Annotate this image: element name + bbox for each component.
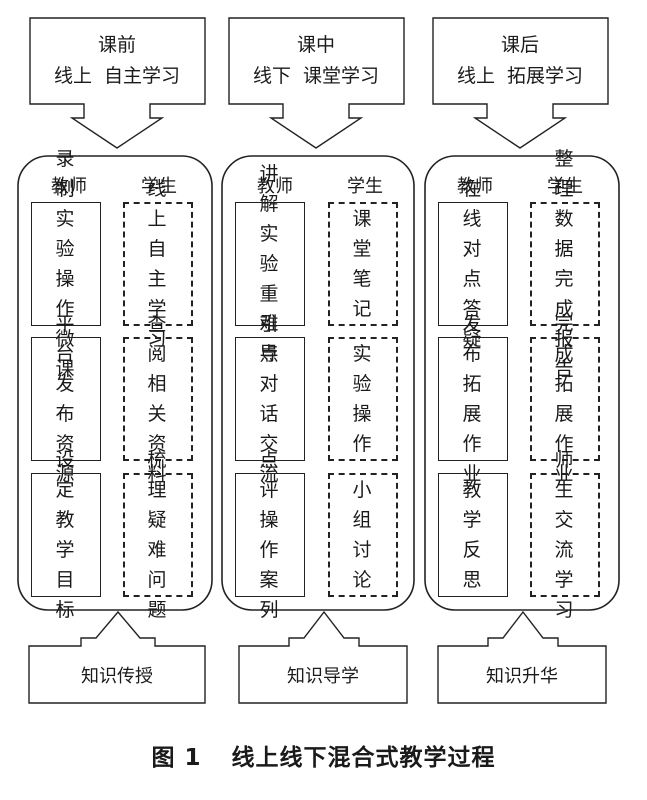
teacher-label-2: 教师 <box>257 176 293 197</box>
student-label-3: 学生 <box>547 176 583 197</box>
student-box-3-2: 完成拓展作业 <box>530 313 600 485</box>
student-box-2-1-text: 课堂笔记 <box>352 208 374 320</box>
teacher-box-1-2: 平台发布资源 <box>31 313 101 485</box>
student-box-1-3: 梳理疑难问题 <box>123 449 193 621</box>
student-box-3-1-text: 整理数据完成报告 <box>554 148 576 380</box>
teacher-box-1-3-text: 设定教学目标 <box>55 449 77 621</box>
student-box-3-3: 师生交流学习 <box>530 449 600 621</box>
header-arrow-shape-3 <box>432 17 609 149</box>
teacher-box-3-3-text: 教学反思 <box>462 479 484 591</box>
teacher-box-1-2-text: 平台发布资源 <box>55 313 77 485</box>
student-box-2-3: 小组讨论 <box>328 473 398 597</box>
teacher-box-1-3: 设定教学目标 <box>31 449 101 621</box>
figure-title: 线上线下混合式教学过程 <box>231 745 496 771</box>
teacher-label-3: 教师 <box>457 176 493 197</box>
header-3-line2: 线上 拓展学习 <box>456 65 584 87</box>
figure-caption: 图 1 线上线下混合式教学过程 <box>0 738 647 772</box>
panel-outline-1 <box>17 155 213 611</box>
panel-outline-3 <box>424 155 620 611</box>
teacher-box-2-2: 引导对话交流 <box>235 313 305 485</box>
student-label-2: 学生 <box>347 176 383 197</box>
teacher-box-3-2: 发布拓展作业 <box>438 313 508 485</box>
teacher-box-3-3: 教学反思 <box>438 473 508 597</box>
teacher-label-1: 教师 <box>51 176 87 197</box>
footer-1: 知识传授 <box>81 666 153 687</box>
teacher-box-3-1: 在线对点答疑 <box>438 178 508 350</box>
student-box-1-1-text: 线上自主学习 <box>147 178 169 350</box>
header-2-line2: 线下 课堂学习 <box>252 65 380 87</box>
header-2-line1: 课中 <box>296 34 335 56</box>
student-box-1-3-text: 梳理疑难问题 <box>147 449 169 621</box>
footer-arrow-shape-2 <box>238 610 408 704</box>
student-box-3-2-text: 完成拓展作业 <box>554 313 576 485</box>
header-3: 课后 线上 拓展学习 <box>435 30 605 92</box>
teacher-box-2-1: 讲解实验重难点 <box>235 163 305 365</box>
teacher-box-3-2-text: 发布拓展作业 <box>462 313 484 485</box>
header-1-line2: 线上 自主学习 <box>53 65 181 87</box>
footer-arrow-shape-3 <box>437 610 607 704</box>
teacher-box-1-1: 录制实验操作微课 <box>31 148 101 380</box>
student-box-2-2: 实验操作 <box>328 337 398 461</box>
teacher-box-2-3-text: 点评操作案列 <box>259 449 281 621</box>
student-box-1-1: 线上自主学习 <box>123 178 193 350</box>
student-label-1: 学生 <box>141 176 177 197</box>
header-3-line1: 课后 <box>500 34 539 56</box>
student-box-3-3-text: 师生交流学习 <box>554 449 576 621</box>
footer-3: 知识升华 <box>486 666 558 687</box>
header-1-line1: 课前 <box>97 34 136 56</box>
student-box-2-2-text: 实验操作 <box>352 343 374 455</box>
header-arrow-shape-2 <box>228 17 405 149</box>
teacher-box-1-1-text: 录制实验操作微课 <box>55 148 77 380</box>
footer-2: 知识导学 <box>287 666 359 687</box>
panel-outline-2 <box>221 155 415 611</box>
figure-number: 图 1 <box>151 745 202 771</box>
teacher-box-3-1-text: 在线对点答疑 <box>462 178 484 350</box>
student-box-1-2: 查阅相关资料 <box>123 313 193 485</box>
student-box-2-3-text: 小组讨论 <box>352 479 374 591</box>
teacher-box-2-1-text: 讲解实验重难点 <box>259 163 281 365</box>
teacher-box-2-3: 点评操作案列 <box>235 449 305 621</box>
student-box-1-2-text: 查阅相关资料 <box>147 313 169 485</box>
header-1: 课前 线上 自主学习 <box>32 30 202 92</box>
student-box-3-1: 整理数据完成报告 <box>530 148 600 380</box>
header-2: 课中 线下 课堂学习 <box>231 30 401 92</box>
student-box-2-1: 课堂笔记 <box>328 202 398 326</box>
header-arrow-shape-1 <box>29 17 206 149</box>
teacher-box-2-2-text: 引导对话交流 <box>259 313 281 485</box>
footer-arrow-shape-1 <box>28 610 206 704</box>
